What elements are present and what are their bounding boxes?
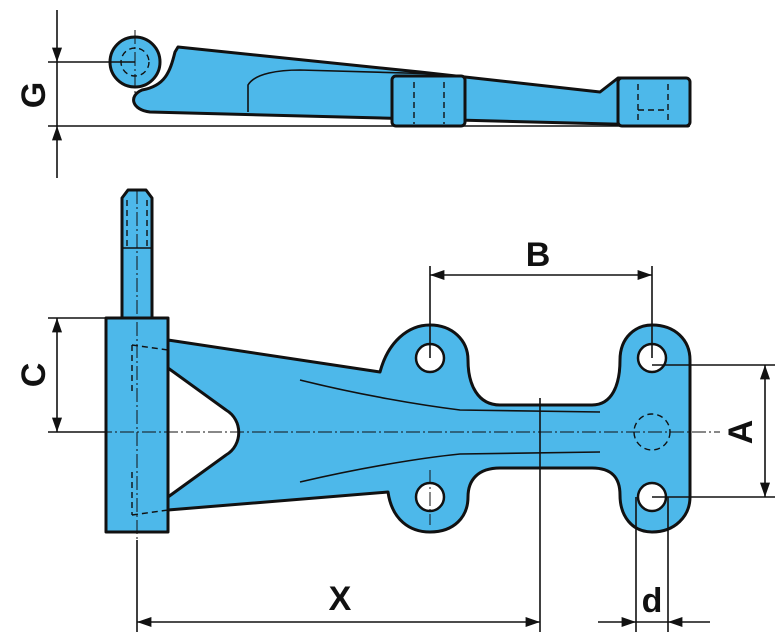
side-view-boss-left	[390, 74, 467, 128]
hinge-plate	[166, 323, 692, 534]
dimension-A: A	[652, 364, 775, 498]
dimension-d: d	[598, 497, 710, 632]
dimension-C: C	[15, 317, 106, 433]
dimension-G: G	[15, 10, 690, 178]
label-d: d	[642, 582, 663, 620]
hinge-pin	[120, 188, 154, 320]
label-A: A	[722, 420, 760, 445]
side-view-boss-right	[616, 76, 692, 128]
dimension-B: B	[429, 236, 653, 358]
label-C: C	[15, 363, 53, 388]
dimension-X: X	[136, 398, 541, 632]
side-view	[108, 30, 692, 128]
label-G: G	[15, 82, 53, 108]
plan-view	[98, 188, 720, 540]
label-B: B	[526, 236, 551, 274]
label-X: X	[329, 580, 352, 618]
